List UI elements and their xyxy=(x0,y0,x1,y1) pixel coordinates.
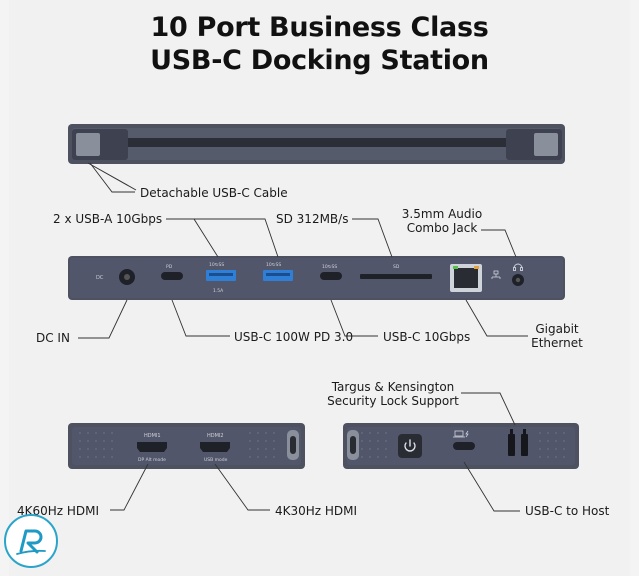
dock-top-view xyxy=(68,124,565,191)
title-line-1: 10 Port Business Class xyxy=(150,12,489,43)
dock-hdmi-side: HDMI1 DP Alt mode HDMI2 USB mode xyxy=(68,423,305,469)
dock-host-side xyxy=(343,423,579,469)
label-detachable-cable: Detachable USB-C Cable xyxy=(140,186,288,200)
hdmi1-print: HDMI1 xyxy=(144,433,161,439)
pd-print: PD xyxy=(166,264,173,270)
label-lock-line1: Targus & Kensington xyxy=(331,380,455,394)
label-audio-line2: Combo Jack xyxy=(406,221,478,235)
network-icon xyxy=(491,270,501,279)
headphone-icon xyxy=(513,263,523,271)
label-4k30-hdmi: 4K30Hz HDMI xyxy=(275,504,358,518)
dc-print: DC xyxy=(96,275,104,281)
dock-port-view: DC PD 10↻SS 1.5A 10↻SS 10↻SS SD xyxy=(68,256,565,300)
label-usb-c-pd: USB-C 100W PD 3.0 xyxy=(234,330,354,344)
usba1-print: 10↻SS xyxy=(209,262,224,268)
label-sd: SD 312MB/s xyxy=(276,212,349,226)
title-line-2: USB-C Docking Station xyxy=(150,45,489,76)
label-usb-c-10gbps: USB-C 10Gbps xyxy=(383,330,471,344)
leader-lines xyxy=(78,162,528,512)
label-security-lock: Targus & Kensington Security Lock Suppor… xyxy=(322,380,464,408)
brand-logo xyxy=(4,514,58,568)
hdmi1-sub-print: DP Alt mode xyxy=(138,457,166,463)
label-gigabit-line1: Gigabit xyxy=(535,322,579,336)
usbc-print: 10↻SS xyxy=(322,264,337,270)
usba2-print: 10↻SS xyxy=(266,262,281,268)
usba1-current-print: 1.5A xyxy=(213,288,224,294)
label-dc-in: DC IN xyxy=(36,331,70,345)
label-usb-a: 2 x USB-A 10Gbps xyxy=(53,212,163,226)
laptop-charge-icon xyxy=(453,430,469,438)
sd-print: SD xyxy=(393,264,400,270)
label-lock-line2: Security Lock Support xyxy=(327,394,459,408)
power-icon xyxy=(404,439,416,452)
label-gigabit: Gigabit Ethernet xyxy=(522,322,592,350)
label-audio-line1: 3.5mm Audio xyxy=(401,207,483,221)
logo-r-icon xyxy=(16,529,46,555)
hdmi2-print: HDMI2 xyxy=(207,433,224,439)
hdmi2-sub-print: USB mode xyxy=(204,457,228,463)
label-usb-c-host: USB-C to Host xyxy=(525,504,610,518)
label-audio: 3.5mm Audio Combo Jack xyxy=(397,207,487,235)
label-gigabit-line2: Ethernet xyxy=(531,336,583,350)
